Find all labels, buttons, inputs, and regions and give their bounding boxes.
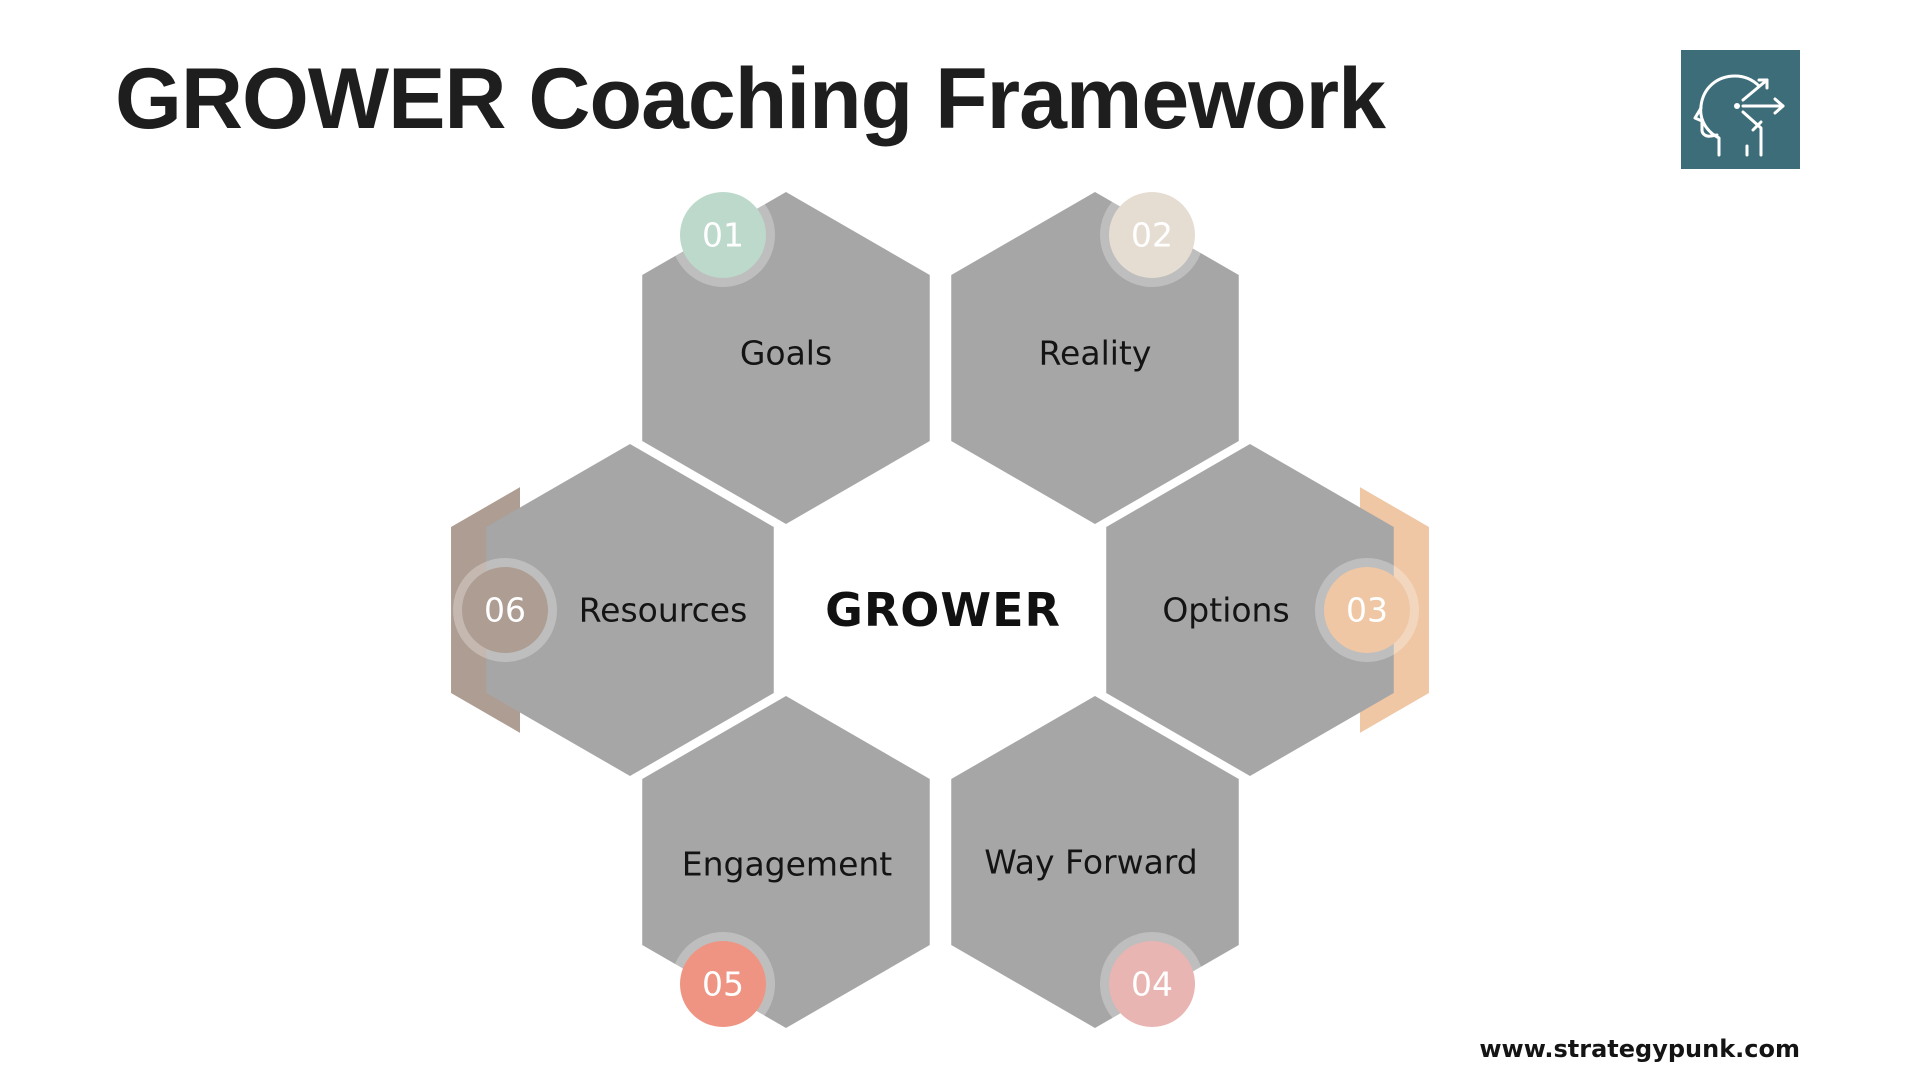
step-number-06: 06 xyxy=(484,590,526,630)
step-label-reality: Reality xyxy=(1038,333,1152,373)
page-title: GROWER Coaching Framework xyxy=(115,51,1386,147)
step-number-01: 01 xyxy=(702,215,744,255)
hex-step-engagement xyxy=(626,696,930,1057)
step-circle-06 xyxy=(462,567,548,653)
logo xyxy=(1681,50,1800,169)
footer-url: www.strategypunk.com xyxy=(1479,1035,1800,1063)
step-number-02: 02 xyxy=(1131,215,1173,255)
step-label-options: Options xyxy=(1162,590,1290,630)
step-circle-01 xyxy=(680,192,766,278)
hex-step-way-forward xyxy=(951,696,1255,1057)
hex-shape-options xyxy=(1106,444,1394,776)
step-label-engagement: Engagement xyxy=(681,844,893,884)
step-label-way-forward: Way Forward xyxy=(984,842,1198,882)
hex-step-reality xyxy=(951,163,1255,524)
step-circle-02 xyxy=(1109,192,1195,278)
step-number-04: 04 xyxy=(1131,964,1173,1004)
hex-step-options xyxy=(1106,444,1429,776)
step-number-03: 03 xyxy=(1346,590,1388,630)
head-arrows-icon xyxy=(1693,74,1785,157)
step-label-goals: Goals xyxy=(739,333,833,373)
step-circle-04 xyxy=(1109,941,1195,1027)
step-circle-03 xyxy=(1324,567,1410,653)
step-number-05: 05 xyxy=(702,964,744,1004)
step-label-resources: Resources xyxy=(578,590,748,630)
hex-shape-resources xyxy=(486,444,774,776)
step-circle-05 xyxy=(680,941,766,1027)
center-label: GROWER xyxy=(825,583,1061,637)
hex-step-goals xyxy=(626,163,930,524)
hex-step-resources xyxy=(451,444,774,776)
